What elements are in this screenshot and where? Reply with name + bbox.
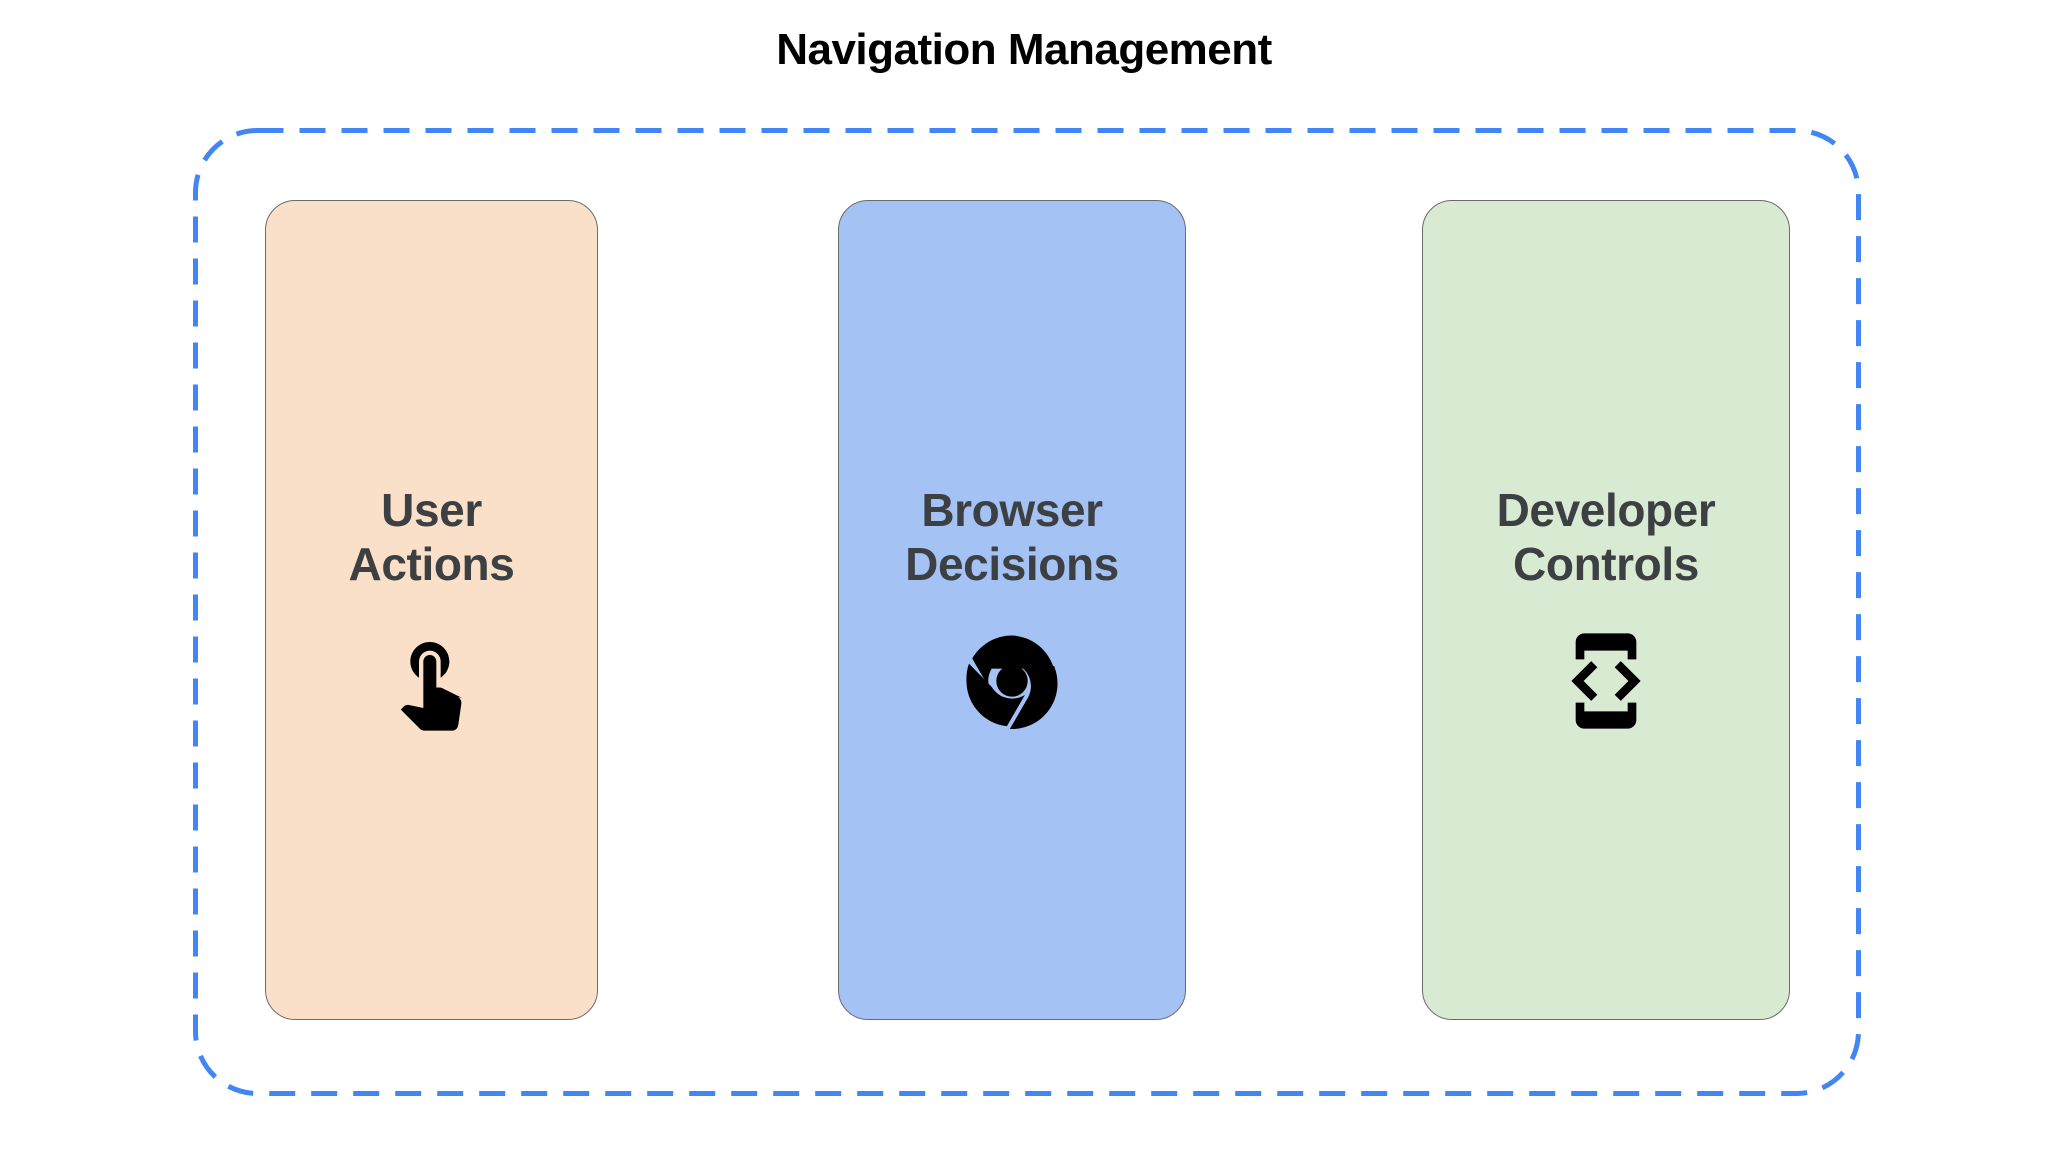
page-title: Navigation Management <box>776 25 1272 74</box>
developer-mode-icon <box>1551 626 1661 736</box>
card-browser-decisions[interactable]: Browser Decisions <box>838 200 1186 1020</box>
card-browser-decisions-label: Browser Decisions <box>905 484 1119 590</box>
card-developer-controls[interactable]: Developer Controls <box>1422 200 1790 1020</box>
touch-app-icon <box>377 626 487 736</box>
dashed-border-rect <box>193 128 1861 1096</box>
chrome-logo-icon <box>957 626 1067 736</box>
card-user-actions[interactable]: User Actions <box>265 200 598 1020</box>
group-container-border <box>193 128 1861 1096</box>
card-user-actions-label: User Actions <box>348 484 515 590</box>
group-container-dashed-frame <box>193 128 1861 1096</box>
card-developer-controls-label: Developer Controls <box>1496 484 1716 590</box>
